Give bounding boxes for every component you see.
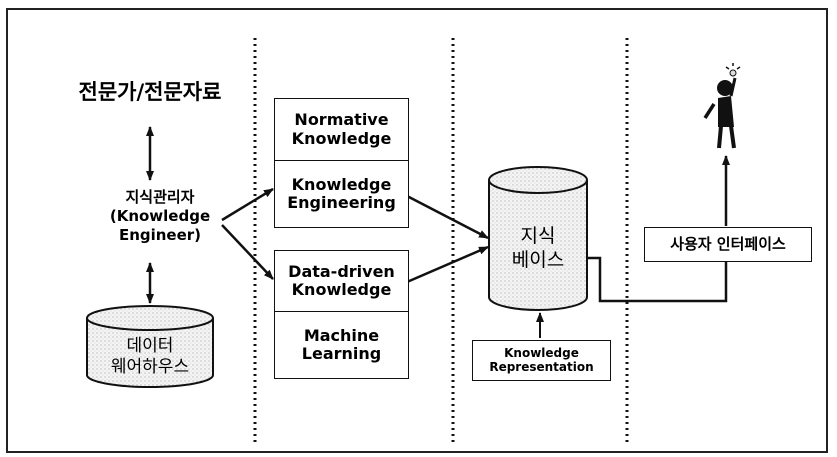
data-driven-knowledge-label: Data-driven Knowledge [288,261,395,299]
user-interface-label: 사용자 인터페이스 [670,234,786,253]
arrow-engineer-knowledge-engineering [221,187,274,222]
normative-knowledge-box: Normative Knowledge [274,98,409,161]
knowledge-engineering-box: Knowledge Engineering [274,160,409,228]
knowledge-representation-box: Knowledge Representation [472,340,611,381]
data-driven-knowledge-box: Data-driven Knowledge [274,250,409,312]
source-label: 전문가/전문자료 [78,80,222,104]
machine-learning-label: Machine Learning [301,325,382,363]
knowledge-base-cylinder [488,166,588,311]
diagram-frame [6,8,828,453]
data-warehouse-cylinder [86,305,214,388]
normative-knowledge-label: Normative Knowledge [291,110,392,148]
user-figure-icon [703,63,741,149]
knowledge-engineering-label: Knowledge Engineering [287,174,396,212]
user-interface-box: 사용자 인터페이스 [644,227,812,262]
knowledge-engineer-label: 지식관리자 (Knowledge Engineer) [109,188,211,244]
knowledge-representation-label: Knowledge Representation [489,345,594,374]
knowledge-base-label: 지식 베이스 [511,225,565,271]
connector-kb-ui [586,256,728,303]
arrow-knowledge-engineering-kb [406,194,489,240]
arrow-data-driven-kb [406,245,489,284]
data-warehouse-label: 데이터 웨어하우스 [110,336,190,378]
arrow-engineer-data-driven [221,224,274,280]
machine-learning-box: Machine Learning [274,311,409,379]
